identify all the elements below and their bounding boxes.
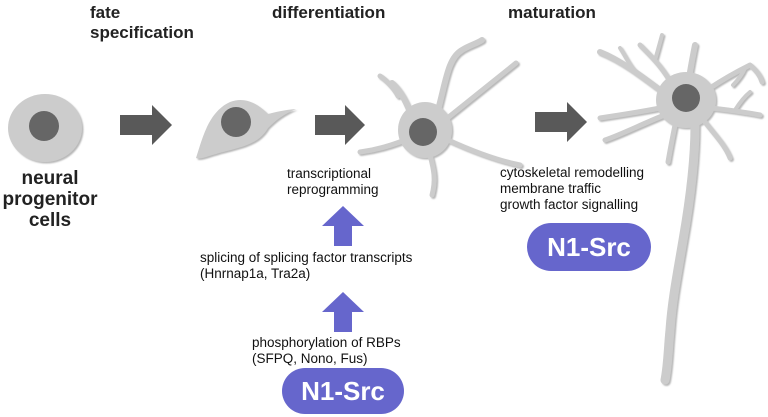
progression-arrow-2 [315,105,365,145]
progression-arrow-3 [535,102,587,142]
stage-title-fate-line2: specification [90,23,194,42]
progenitor-cell [8,94,82,162]
maturation-line2: membrane traffic [500,181,602,196]
transcriptional-reprogramming-label: transcriptional reprogramming [287,166,379,198]
progenitor-label: neural progenitor cells [0,168,105,231]
upward-arrow-phospho-to-splicing [322,292,364,332]
differentiating-nucleus [409,118,437,146]
n1-src-badge-right: N1-Src [527,223,651,271]
fate-cell-nucleus [221,107,251,137]
splicing-line2: (Hnrnap1a, Tra2a) [200,266,311,281]
stage-title-differentiation: differentiation [272,3,386,22]
mature-nucleus [672,84,700,112]
progenitor-label-line3: cells [28,210,72,231]
maturation-line1: cytoskeletal remodelling [500,165,645,180]
upward-arrow-splicing-to-transcription [322,206,364,246]
phosphorylation-label: phosphorylation of RBPs (SFPQ, Nono, Fus… [252,335,401,367]
stage-title-fate: fate specification [90,3,194,43]
maturation-processes-label: cytoskeletal remodelling membrane traffi… [500,165,644,213]
differentiating-neuron [357,37,523,198]
phospho-line1: phosphorylation of RBPs [252,335,401,350]
transcriptional-line1: transcriptional [287,166,372,181]
progenitor-label-line2: progenitor [2,189,98,210]
progenitor-nucleus [29,111,59,141]
stage-title-fate-line1: fate [90,3,121,22]
fate-specified-cell [196,99,296,159]
transcriptional-line2: reprogramming [287,182,379,197]
splicing-label: splicing of splicing factor transcripts … [200,250,412,282]
progenitor-label-line1: neural [21,168,79,189]
n1-src-badge-bottom: N1-Src [282,368,404,414]
phospho-line2: (SFPQ, Nono, Fus) [252,351,368,366]
splicing-line1: splicing of splicing factor transcripts [200,250,413,265]
progression-arrow-1 [120,105,172,145]
maturation-line3: growth factor signalling [500,197,639,212]
stage-title-maturation: maturation [508,3,596,22]
